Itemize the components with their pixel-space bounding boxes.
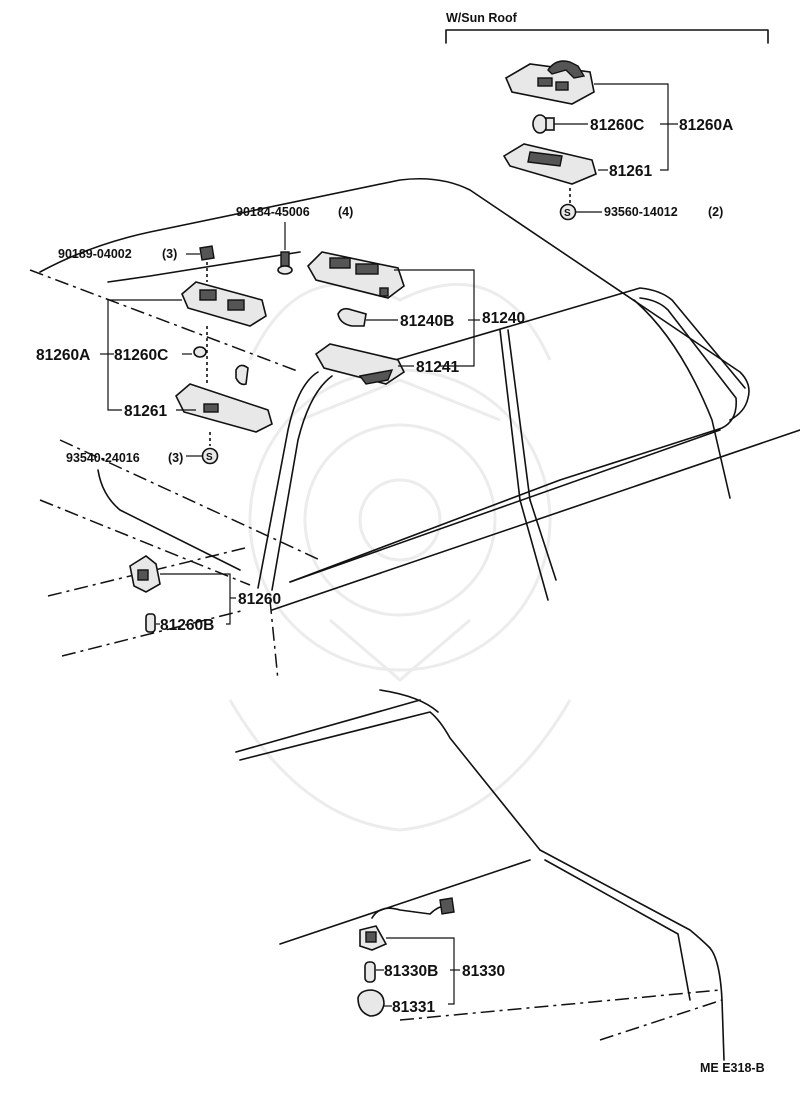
door-switch-group: 81260 81260B [129, 555, 281, 634]
sunroof-lens [502, 143, 597, 185]
label-81260b: 81260B [160, 617, 214, 634]
screw-90184 [277, 251, 293, 275]
label-81330b: 81330B [384, 963, 438, 980]
left-lamp-bulb [193, 346, 249, 386]
sunroof-lamp-housing [504, 60, 595, 105]
label-90189-qty: (3) [162, 247, 177, 261]
label-93540: 93540-24016 [66, 451, 140, 465]
label-81331: 81331 [392, 999, 435, 1016]
left-lamp-lens [175, 383, 273, 433]
room-lamp-lens [314, 343, 406, 385]
label-81261: 81261 [124, 403, 167, 420]
left-lamp-group: 90189-04002 (3) S 81260A [36, 245, 273, 465]
left-lamp-housing [181, 281, 267, 327]
room-lamp-bulb [337, 307, 367, 327]
left-lamp-screw: S [201, 447, 219, 465]
sunroof-group: W/Sun Roof S 81260C 81260A 81261 [445, 11, 769, 221]
label-81260a: 81260A [36, 347, 90, 364]
trunk-lamp-lens [357, 989, 385, 1017]
door-switch [129, 555, 161, 593]
room-lamp-housing [307, 251, 405, 299]
trunk-lamp-socket [359, 925, 388, 951]
label-90184: 90184-45006 [236, 205, 310, 219]
trunk-lamp-bulb [364, 961, 376, 983]
label-sr-81260a: 81260A [679, 117, 733, 134]
sunroof-heading: W/Sun Roof [446, 11, 518, 25]
label-81260c: 81260C [114, 347, 168, 364]
trunk-lamp-group: 81330B 81330 81331 [357, 897, 505, 1017]
sunroof-screw: S [559, 203, 577, 221]
label-sr-93560: 93560-14012 [604, 205, 678, 219]
label-81240b: 81240B [400, 313, 454, 330]
label-90189: 90189-04002 [58, 247, 132, 261]
label-sr-81261: 81261 [609, 163, 652, 180]
label-81240: 81240 [482, 310, 525, 327]
room-lamp-group: 90184-45006 (4) 81240B 81240 81241 [236, 205, 525, 385]
label-sr-81260c: 81260C [590, 117, 644, 134]
screw-90189 [199, 245, 215, 261]
svg-text:S: S [206, 452, 213, 463]
label-81241: 81241 [416, 359, 459, 376]
label-81260: 81260 [238, 591, 281, 608]
label-81330: 81330 [462, 963, 505, 980]
switch-bulb [145, 613, 156, 633]
svg-text:S: S [564, 208, 571, 219]
label-90184-qty: (4) [338, 205, 353, 219]
label-sr-93560-qty: (2) [708, 205, 723, 219]
diagram-code: ME E318-B [700, 1061, 765, 1075]
sunroof-bulb [532, 114, 555, 134]
trunk-connector [439, 897, 455, 915]
label-93540-qty: (3) [168, 451, 183, 465]
